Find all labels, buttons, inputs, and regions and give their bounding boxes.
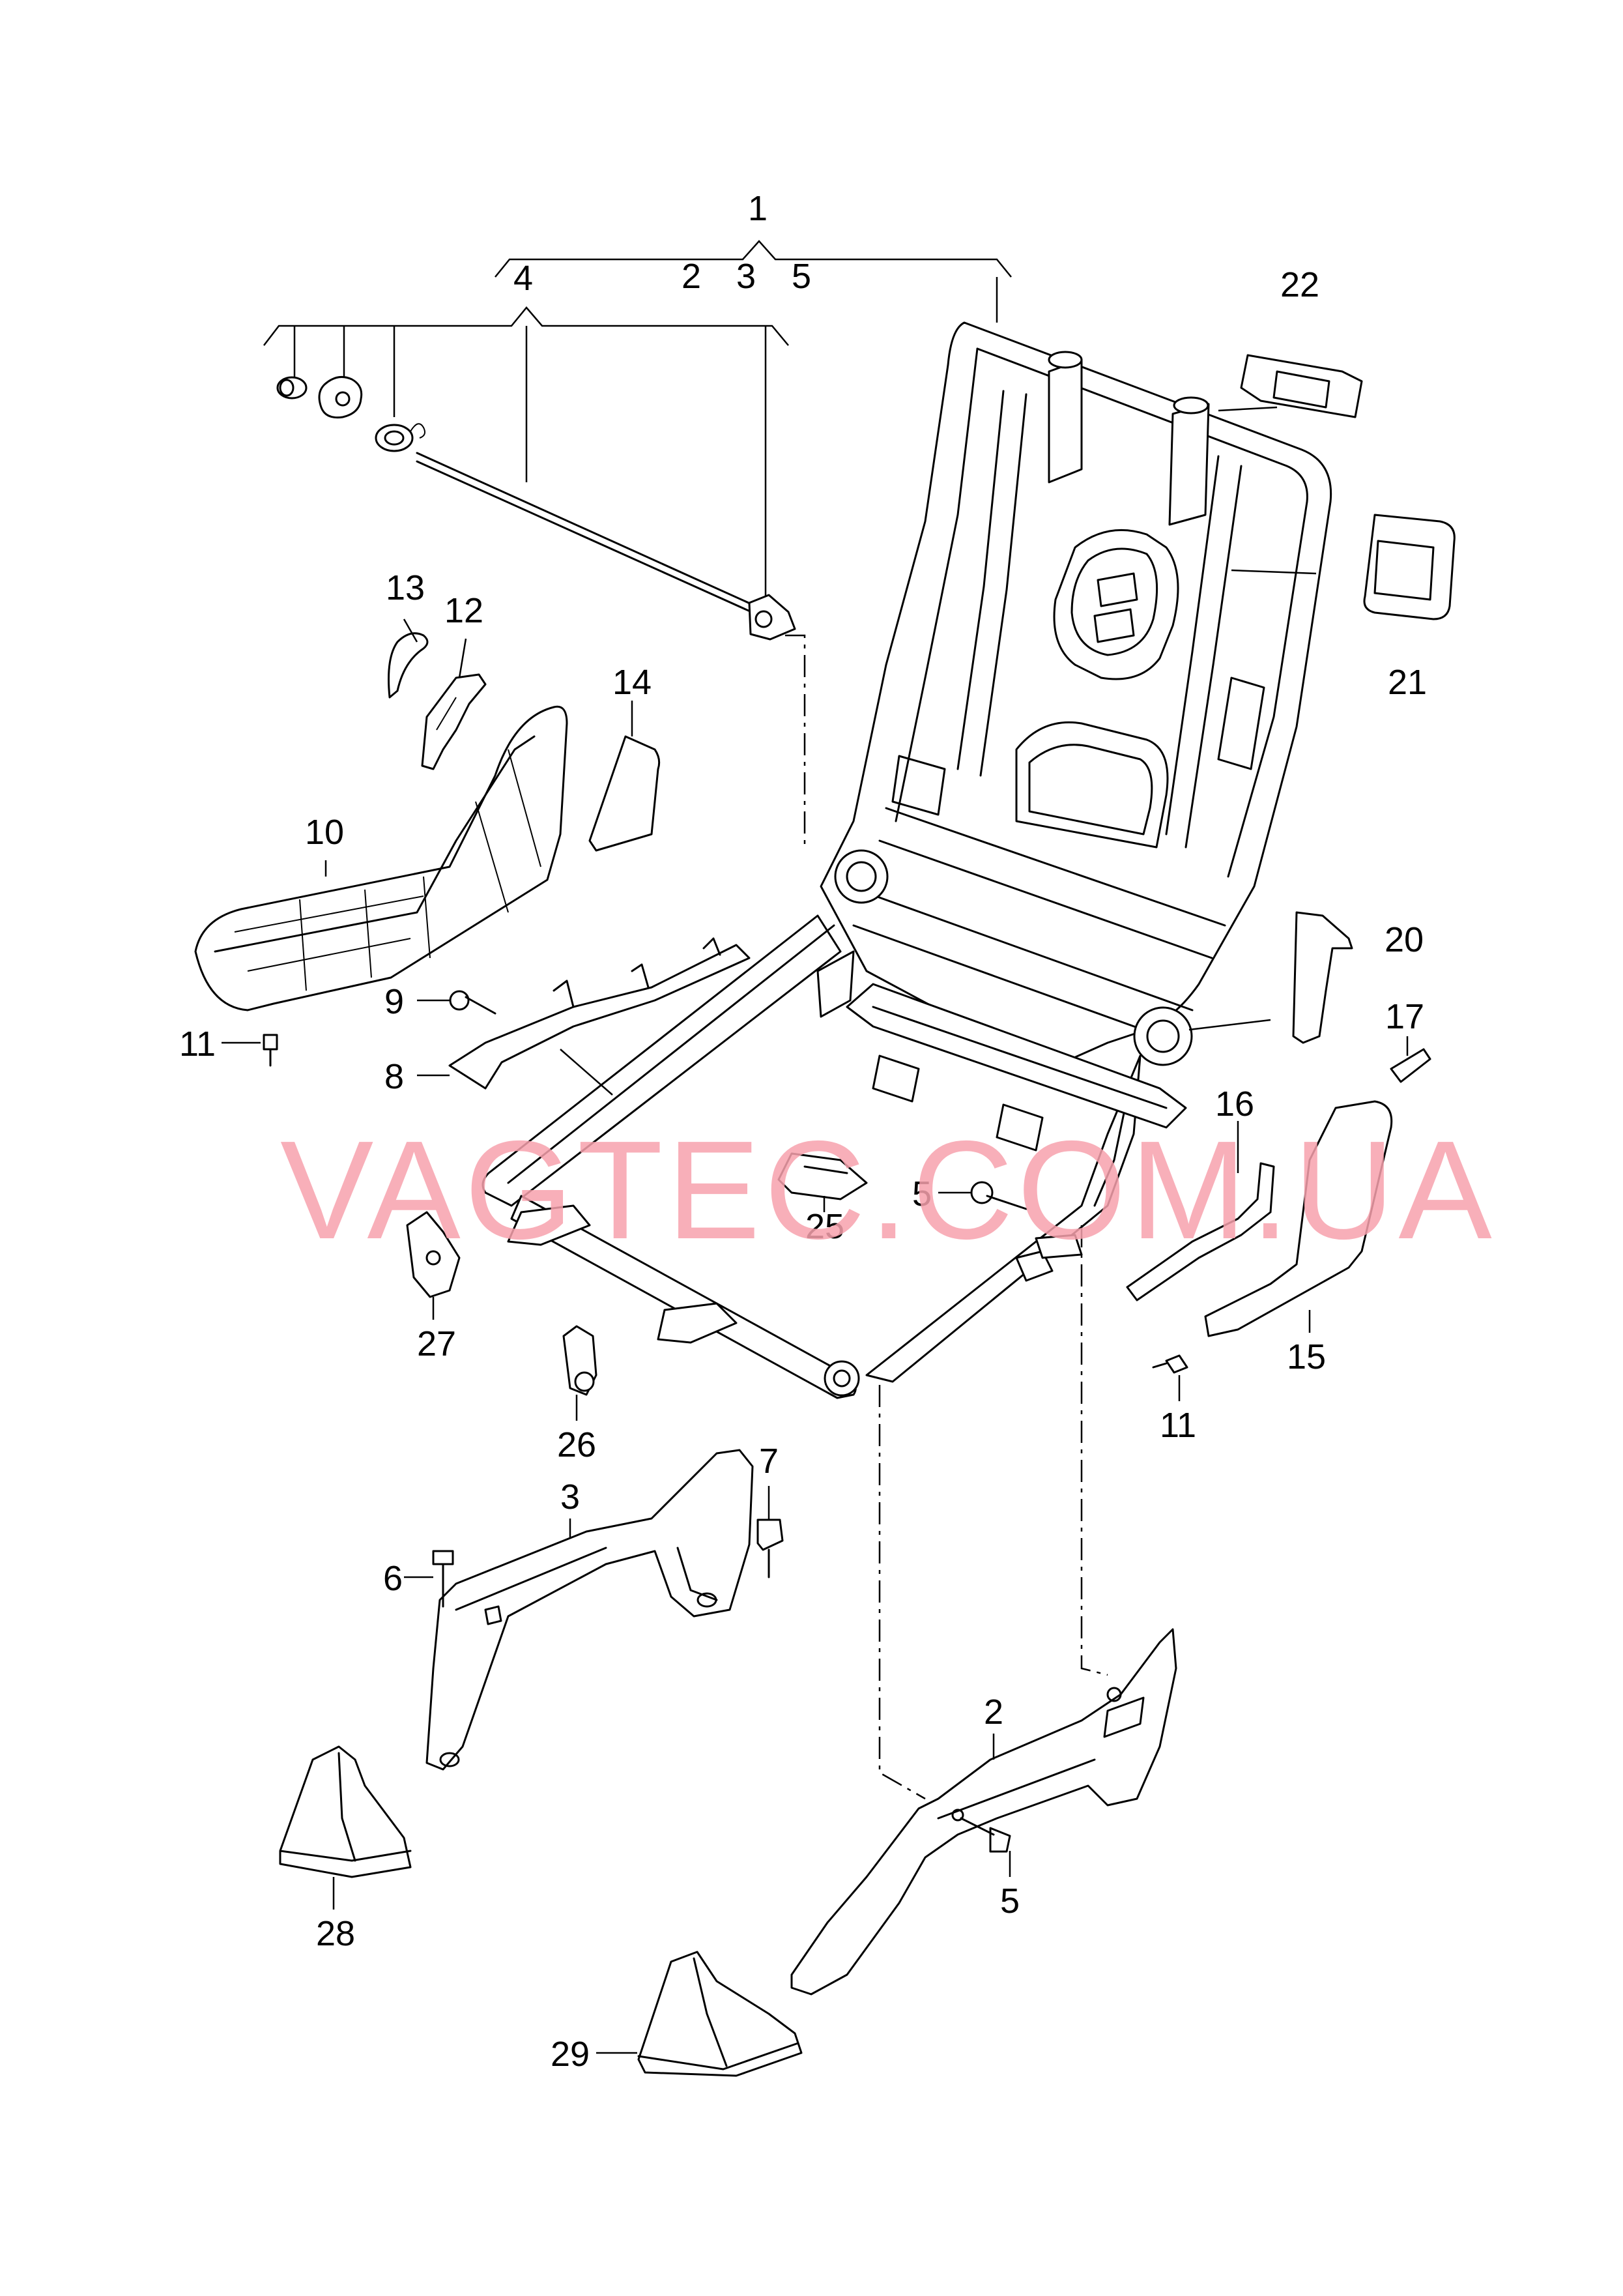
callout-16: 16 (1215, 1084, 1254, 1124)
callout-6: 6 (383, 1559, 403, 1598)
part-29-foot-cover (596, 1951, 803, 2077)
part-3-lower-bracket (425, 1449, 754, 1771)
part-16-strip (1126, 1162, 1275, 1301)
part-15-side-cover (1204, 1100, 1393, 1337)
part-6-bolt (404, 1550, 454, 1608)
callout-labels: 1 4 2 3 5 22 21 13 12 14 10 20 17 9 8 11… (179, 189, 1427, 2074)
part-25-clip (777, 1152, 868, 1200)
part-11-screw-right (1152, 1354, 1188, 1401)
callout-10: 10 (305, 813, 344, 852)
part-22-handle (1240, 354, 1363, 418)
callout-26: 26 (557, 1425, 596, 1464)
callout-2: 2 (984, 1693, 1003, 1732)
callout-5-mid: 5 (912, 1174, 932, 1213)
callout-9: 9 (384, 982, 404, 1021)
callout-21: 21 (1388, 663, 1427, 702)
callout-11-right: 11 (1160, 1406, 1196, 1445)
callout-1: 1 (748, 189, 768, 228)
bracket-group-1 (495, 240, 1012, 323)
callout-27: 27 (417, 1324, 456, 1363)
callout-14: 14 (612, 663, 652, 702)
callout-17: 17 (1385, 997, 1424, 1036)
callout-22: 22 (1280, 265, 1319, 304)
callout-7: 7 (759, 1442, 779, 1481)
callout-12: 12 (444, 591, 483, 630)
part-12-bracket (421, 673, 487, 770)
callout-20: 20 (1385, 920, 1424, 959)
part-11-screw-left (222, 1034, 278, 1067)
part-13-clip (388, 632, 429, 699)
part-20-bracket (1292, 911, 1353, 1044)
callout-11-left: 11 (179, 1024, 216, 1064)
callout-13: 13 (386, 568, 425, 607)
part-26-buckle (562, 1325, 597, 1421)
part-28-foot-cover (279, 1745, 412, 1910)
seat-base-frame (481, 914, 1187, 1800)
part-10-side-trim (194, 705, 568, 1011)
part-9-bolt (417, 990, 496, 1015)
callout-2-group: 2 (682, 257, 701, 296)
part-5-bolt-lower (951, 1809, 1011, 1877)
part-8-bracket (417, 937, 751, 1096)
part-17-clip (1390, 1036, 1431, 1083)
callout-29: 29 (551, 2035, 590, 2074)
part-14-cover (588, 735, 661, 852)
bracket-group-4 (263, 306, 789, 596)
part-21-latch (1363, 514, 1456, 620)
callout-15: 15 (1287, 1337, 1326, 1376)
callout-25: 25 (805, 1207, 844, 1246)
callout-5-lower: 5 (1000, 1882, 1020, 1921)
backrest-frame (820, 321, 1332, 1070)
part-27-latch-mech (406, 1211, 461, 1320)
callout-3-group: 3 (736, 257, 756, 296)
part-5-bolt-upper (938, 1181, 1027, 1210)
leader-lines (403, 618, 1239, 1212)
watermark: VAGTEC.COM.UA (280, 1111, 1496, 1268)
callout-8: 8 (384, 1057, 404, 1096)
callout-4: 4 (513, 259, 533, 298)
part-2-lower-bracket (790, 1628, 1177, 1996)
callout-5-group: 5 (792, 257, 811, 296)
callout-28: 28 (316, 1914, 355, 1953)
part-7-bolt (756, 1486, 784, 1578)
callout-3: 3 (560, 1477, 580, 1517)
part-4-release-cable (276, 375, 806, 847)
